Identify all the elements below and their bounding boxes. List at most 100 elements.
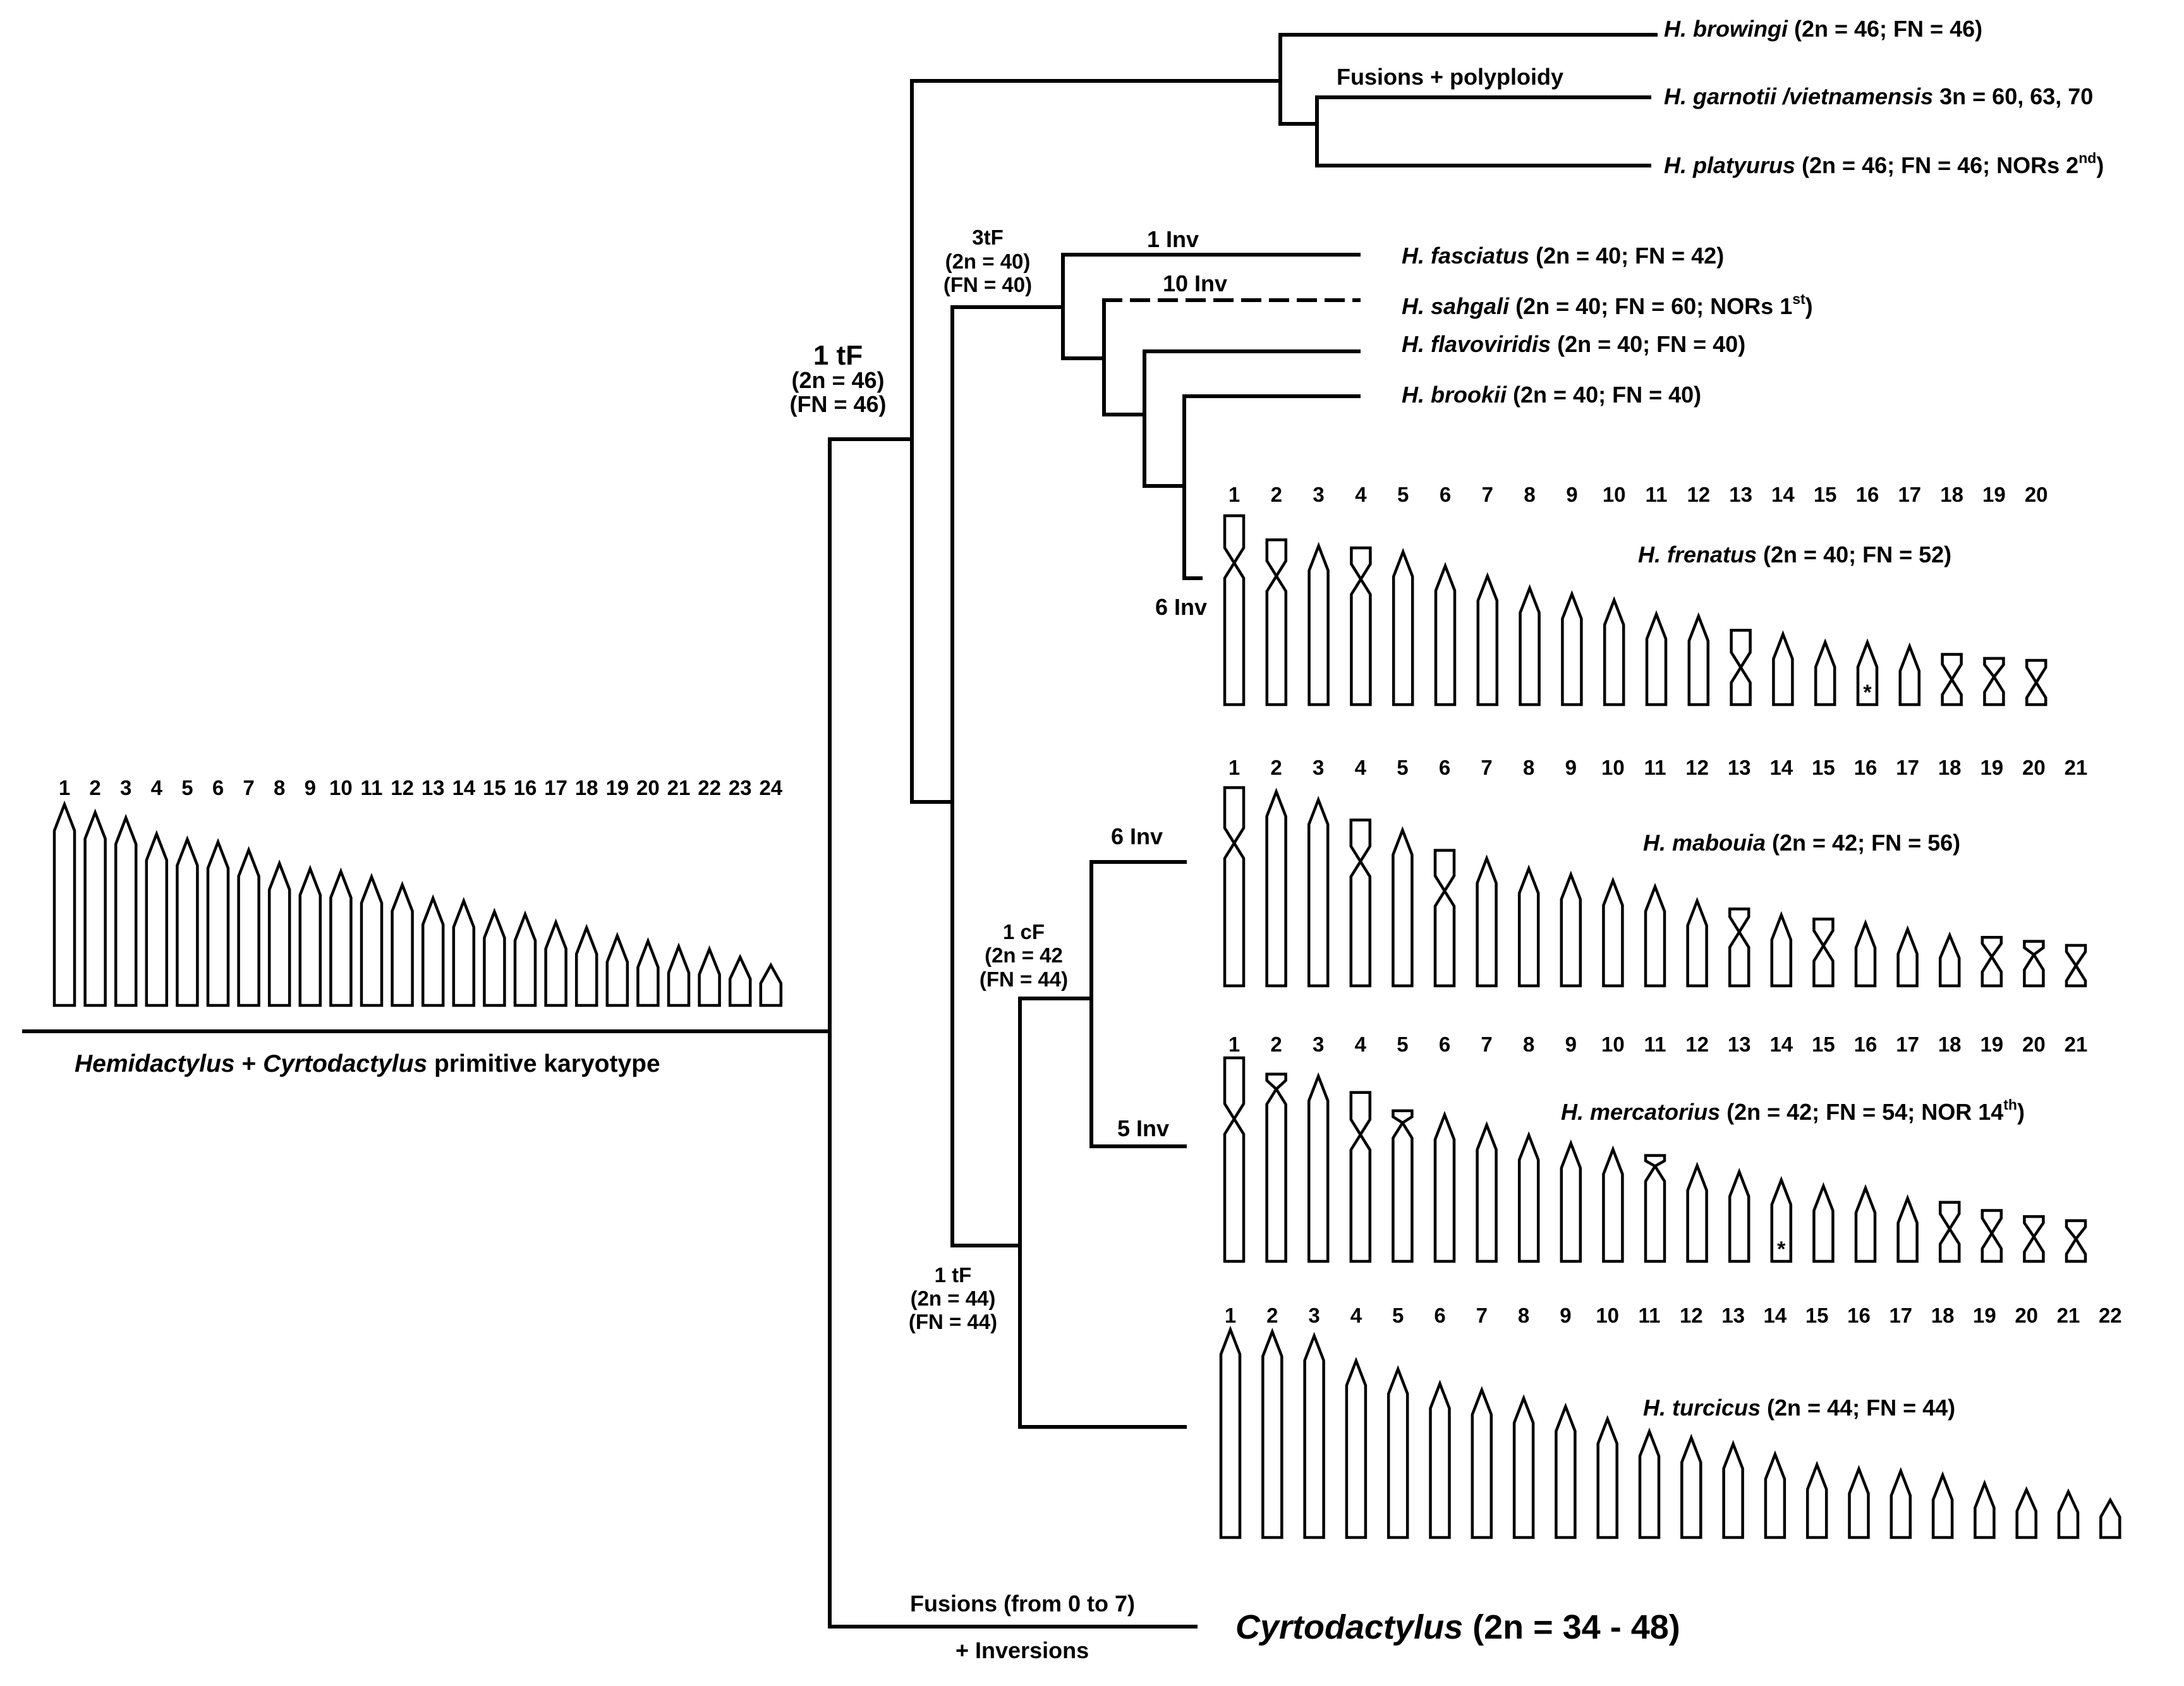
cyrto-inversions-label: + Inversions [956,1637,1089,1663]
chromosome-number-frenatus-2: 2 [1271,483,1282,506]
chromosome-primitive-11 [360,873,384,1007]
chromosome-mercatorius-21 [2065,1219,2087,1263]
chromosome-number-turcicus-16: 16 [1847,1304,1871,1327]
taxon-flavoviridis: H. flavoviridis (2n = 40; FN = 40) [1402,331,1745,357]
chromosome-primitive-15 [483,907,506,1007]
root-label: Hemidactylus + Cyrtodactylus primitive k… [75,1050,660,1077]
chromosome-frenatus-2 [1265,538,1288,707]
chromosome-number-mabouia-17: 17 [1896,756,1919,779]
chromosome-mercatorius-17 [1896,1194,1919,1263]
chromosome-number-mabouia-20: 20 [2022,756,2046,779]
chromosome-number-primitive-1: 1 [59,776,70,799]
chromosome-turcicus-11 [1638,1427,1661,1539]
chromosome-primitive-8 [267,859,291,1007]
chromosome-turcicus-16 [1848,1465,1870,1539]
chromosome-number-primitive-6: 6 [212,776,224,799]
chromosome-turcicus-5 [1386,1365,1409,1539]
chromosome-number-frenatus-9: 9 [1566,483,1577,506]
chromosome-number-frenatus-8: 8 [1524,483,1535,506]
chromosome-frenatus-9 [1561,590,1583,707]
chromosome-frenatus-17 [1898,642,1921,707]
chromosome-primitive-4 [145,830,169,1007]
chromosome-turcicus-17 [1890,1467,1912,1539]
node-1cf: 1 cF (2n = 42 (FN = 44) [980,920,1068,991]
chromosome-number-mercatorius-4: 4 [1355,1033,1367,1056]
chromosome-number-frenatus-3: 3 [1313,483,1324,506]
fusions-polyploidy-label: Fusions + polyploidy [1337,64,1563,90]
chromosome-mercatorius-18 [1938,1201,1961,1263]
chromosome-number-mabouia-16: 16 [1854,756,1878,779]
chromosome-mabouia-1 [1223,786,1246,988]
chromosome-number-turcicus-20: 20 [2015,1304,2038,1327]
chromosome-mabouia-19 [1981,935,2003,988]
chromosome-frenatus-15 [1814,638,1836,707]
chromosome-number-primitive-2: 2 [89,776,100,799]
taxon-mabouia: H. mabouia (2n = 42; FN = 56) [1643,830,1960,856]
chromosome-mabouia-6 [1433,849,1456,988]
chromosome-frenatus-18 [1941,653,1963,707]
chromosome-number-mabouia-8: 8 [1523,756,1534,779]
chromosome-number-mercatorius-18: 18 [1938,1033,1962,1056]
chromosome-mercatorius-10 [1602,1145,1624,1263]
chromosome-number-frenatus-12: 12 [1687,483,1710,506]
chromosome-number-primitive-3: 3 [120,776,131,799]
chromosome-turcicus-9 [1555,1402,1577,1539]
chromosome-mercatorius-16 [1854,1184,1877,1263]
chromosome-number-primitive-9: 9 [305,776,316,799]
chromosome-number-turcicus-19: 19 [1973,1304,1996,1327]
svg-text:3tF: 3tF [972,226,1004,249]
chromosome-number-mercatorius-13: 13 [1728,1033,1751,1056]
svg-text:1 tF: 1 tF [935,1263,972,1287]
chromosome-mercatorius-7 [1476,1120,1498,1263]
chromosome-number-mabouia-2: 2 [1270,756,1282,779]
chromosome-mercatorius-9 [1560,1139,1582,1263]
taxon-turcicus: H. turcicus (2n = 44; FN = 44) [1643,1395,1955,1421]
chromosome-turcicus-22 [2099,1497,2121,1539]
chromosome-mabouia-8 [1517,864,1540,988]
chromosome-turcicus-2 [1261,1328,1283,1539]
chromosome-number-primitive-20: 20 [636,776,660,799]
chromosome-mercatorius-5 [1392,1109,1414,1263]
chromosome-number-frenatus-15: 15 [1814,483,1837,506]
chromosome-mabouia-4 [1349,818,1372,988]
nor-marker-mercatorius-14: * [1777,1237,1786,1261]
chromosome-frenatus-11 [1645,610,1668,707]
chromosome-mabouia-9 [1560,870,1582,988]
chromosome-mabouia-5 [1392,826,1414,988]
svg-text:(2n = 40): (2n = 40) [945,250,1031,273]
chromosome-frenatus-19 [1983,657,2005,707]
chromosome-number-mercatorius-21: 21 [2065,1033,2088,1056]
chromosome-mercatorius-13 [1728,1168,1750,1263]
chromosome-number-turcicus-18: 18 [1931,1304,1955,1327]
chromosome-mabouia-13 [1728,907,1750,988]
chromosome-mabouia-18 [1938,931,1961,988]
chromosome-mercatorius-1 [1223,1056,1246,1263]
chromosome-number-mercatorius-3: 3 [1313,1033,1324,1056]
chromosome-frenatus-8 [1519,584,1541,707]
chromosome-number-turcicus-22: 22 [2099,1304,2122,1327]
chromosome-number-mabouia-1: 1 [1228,756,1240,779]
node-3tf: 3tF (2n = 40) (FN = 40) [943,226,1032,296]
chromosome-number-primitive-22: 22 [698,776,721,799]
chromosome-turcicus-20 [2015,1486,2037,1539]
chromosome-number-frenatus-17: 17 [1898,483,1921,506]
chromosome-frenatus-5 [1392,548,1414,707]
chromosome-number-frenatus-16: 16 [1856,483,1879,506]
chromosome-number-mercatorius-5: 5 [1397,1033,1408,1056]
chromosome-turcicus-8 [1512,1394,1535,1539]
chromosome-frenatus-3 [1307,542,1330,707]
chromosome-primitive-13 [421,894,445,1007]
chromosome-number-frenatus-6: 6 [1440,483,1451,506]
chromosome-turcicus-6 [1429,1380,1451,1539]
chromosome-number-frenatus-13: 13 [1729,483,1752,506]
chromosome-frenatus-1 [1223,514,1246,707]
chromosome-number-primitive-18: 18 [575,776,598,799]
chromosome-number-primitive-11: 11 [361,776,383,799]
chromosome-number-frenatus-18: 18 [1940,483,1963,506]
chromosome-number-mercatorius-2: 2 [1270,1033,1282,1056]
